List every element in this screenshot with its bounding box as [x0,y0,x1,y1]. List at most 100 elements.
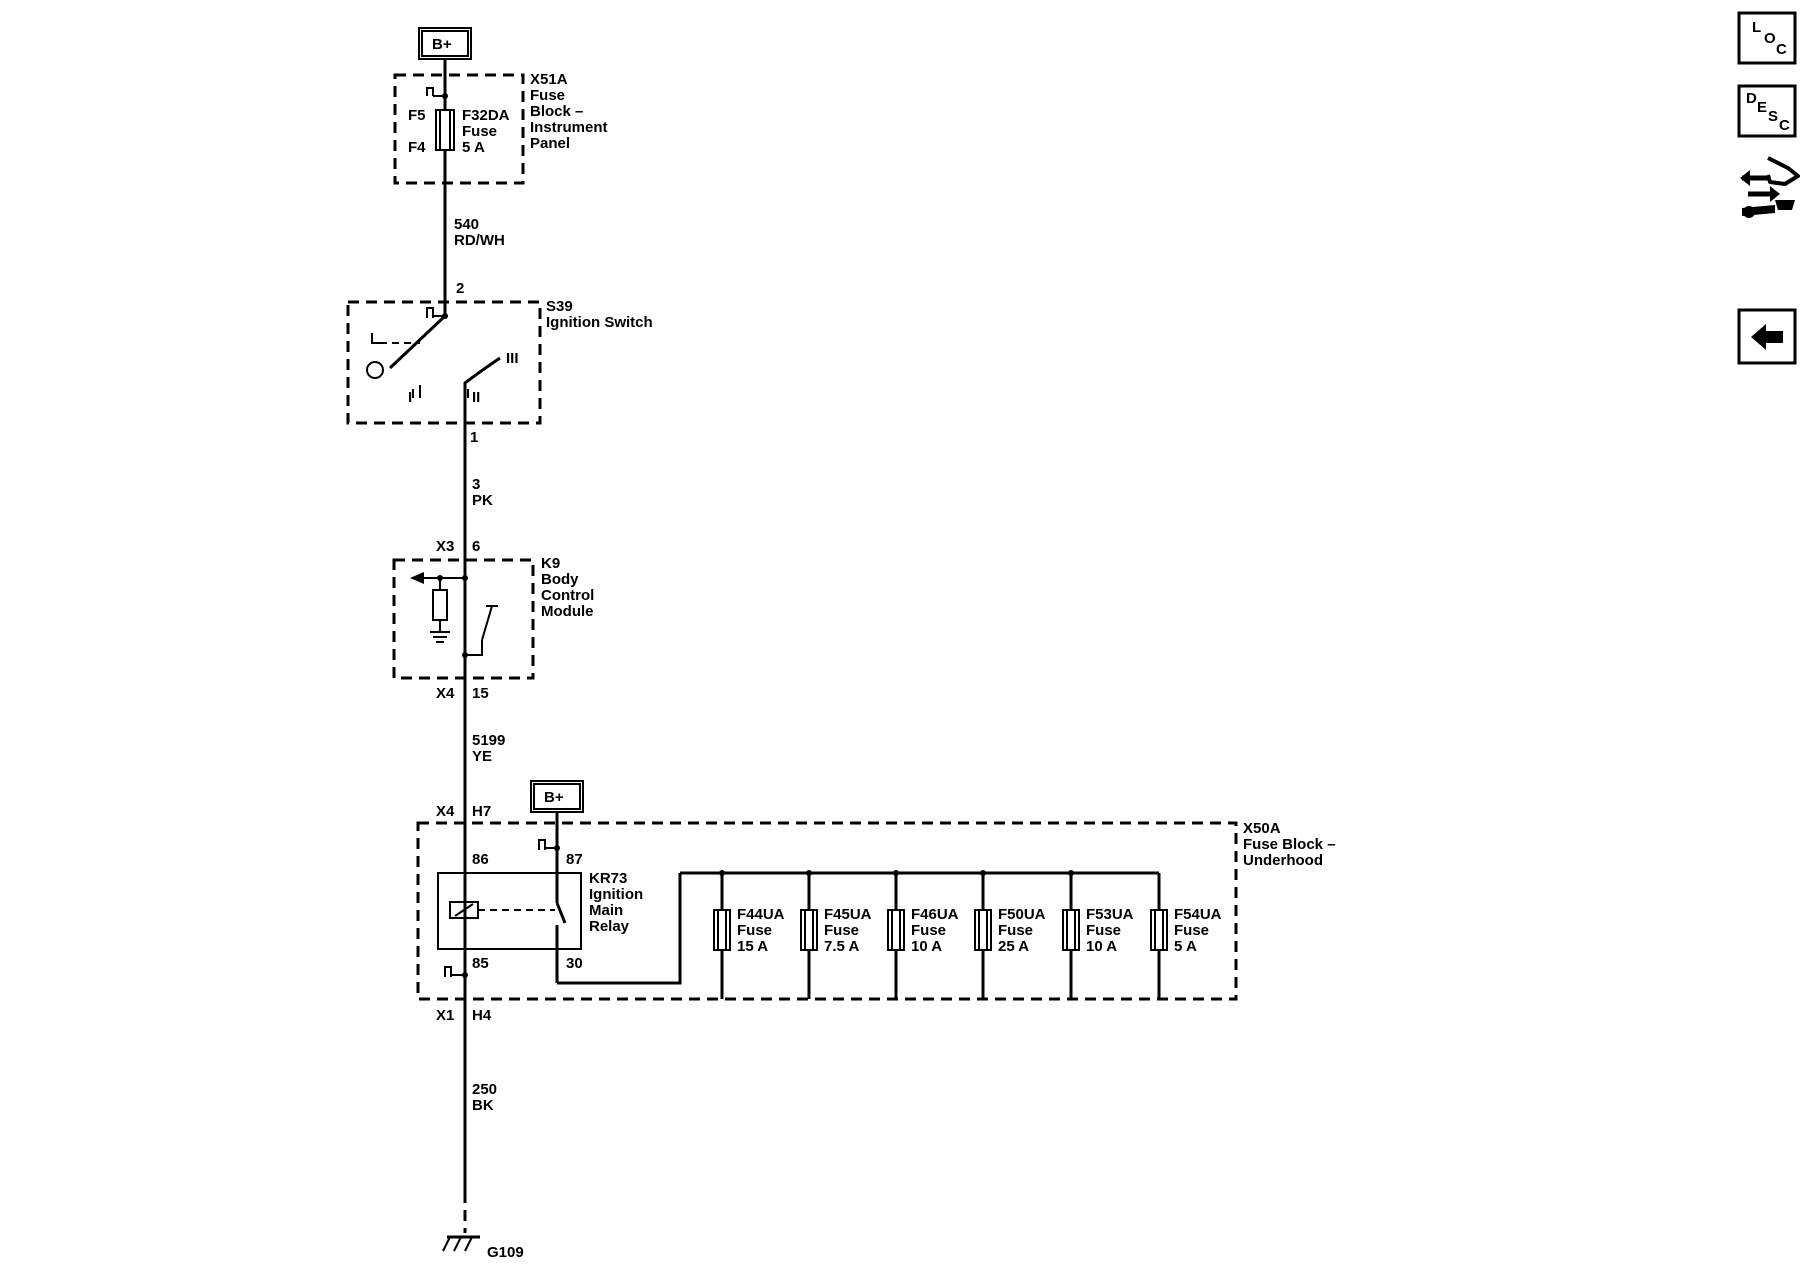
fuse-f53ua: F53UA Fuse 10 A [1062,870,1134,999]
fuse-row: F44UA Fuse 15 A F45UA Fuse 7.5 A F46UA F… [713,870,1222,999]
fuse-pin-in: F5 [408,107,426,124]
k9-line2: Body [541,571,579,588]
ignition-switch: 2 I II III 1 S39 Ignition Switch [346,280,653,446]
x50a-line2: Fuse Block – [1243,836,1336,853]
fuse-f54ua-rating: 5 A [1174,938,1197,955]
fuse-f44ua-label: F44UA [737,906,785,923]
x51a-line2: Fuse [530,87,565,104]
wire-3-color: PK [472,492,493,509]
ignition-pin-2: 2 [456,280,464,297]
fuse-f45ua-type: Fuse [824,922,859,939]
connector-repair-icon[interactable] [1740,156,1800,218]
fuse-f45ua: F45UA Fuse 7.5 A [800,870,872,999]
back-button[interactable] [1737,308,1797,365]
back-arrow-icon [1751,324,1783,350]
desc-letter-d: D [1746,90,1757,107]
fuse-f54ua-type: Fuse [1174,922,1209,939]
relay-pin-87: 87 [566,851,583,868]
wire-250-number: 250 [472,1081,497,1098]
battery-positive-relay: B+ [530,780,584,903]
wire-540-color: RD/WH [454,232,505,249]
x50a-label: X50A [1243,820,1281,837]
fuse-f45ua-label: F45UA [824,906,872,923]
fuse-f50ua-label: F50UA [998,906,1046,923]
wire-3-number: 3 [472,476,480,493]
relay-pin-30: 30 [566,955,583,972]
bplus-relay-label: B+ [544,789,564,806]
bplus-label: B+ [432,36,452,53]
desc-letter-c: C [1779,117,1790,134]
ignition-main-relay: 86 87 85 30 KR73 Ignition Main Relay [437,839,682,985]
fuse-f50ua-type: Fuse [998,922,1033,939]
fuse-f32da-type: Fuse [462,123,497,140]
ground-g109: G109 [442,1192,524,1261]
x50a-line3: Underhood [1243,852,1323,869]
kr73-line4: Relay [589,918,630,935]
k9-line3: Control [541,587,594,604]
k9-line4: Module [541,603,594,620]
relay-pin-85: 85 [472,955,489,972]
kr73-line3: Main [589,902,623,919]
fuse-f54ua: F54UA Fuse 5 A [1150,873,1222,999]
wire-5199-number: 5199 [472,732,505,749]
fuse-f54ua-label: F54UA [1174,906,1222,923]
description-button[interactable]: D E S C [1737,84,1797,138]
s39-label: S39 [546,298,573,315]
x51a-line3: Block – [530,103,583,120]
battery-positive-top: B+ [418,27,472,60]
underhood-conn-x1: X1 [436,1007,454,1024]
fuse-f46ua-type: Fuse [911,922,946,939]
underhood-conn-x4: X4 [436,803,455,820]
loc-letter-c: C [1776,41,1787,58]
ignition-pos-2: II [472,389,480,406]
x51a-line4: Instrument [530,119,608,136]
bcm-conn-x3: X3 [436,538,454,555]
fuse-block-underhood: X4 H7 X1 H4 X50A Fuse Block – Underhood [416,803,1336,1024]
fuse-f45ua-rating: 7.5 A [824,938,859,955]
fuse-f46ua: F46UA Fuse 10 A [887,870,959,999]
s39-name: Ignition Switch [546,314,653,331]
fuse-f53ua-label: F53UA [1086,906,1134,923]
fuse-f44ua: F44UA Fuse 15 A [713,870,785,999]
wire-250-label: 250 BK [472,1081,497,1114]
fuse-pin-out: F4 [408,139,426,156]
fuse-f50ua-rating: 25 A [998,938,1029,955]
fuse-f44ua-rating: 15 A [737,938,768,955]
fuse-f50ua: F50UA Fuse 25 A [974,870,1046,999]
x51a-label: X51A [530,71,568,88]
wire-3-label: 3 PK [472,476,493,509]
loc-letter-l: L [1752,19,1761,36]
underhood-pin-h4: H4 [472,1007,492,1024]
bcm-pin-15: 15 [472,685,489,702]
bcm-conn-x4: X4 [436,685,455,702]
fuse-block-instrument-panel: F5 F4 F32DA Fuse 5 A X51A Fuse Block – I… [393,71,608,185]
ignition-pos-1: I [408,389,412,406]
ground-label: G109 [487,1244,524,1261]
location-button[interactable]: L O C [1737,11,1797,65]
fuse-f46ua-rating: 10 A [911,938,942,955]
fuse-f53ua-type: Fuse [1086,922,1121,939]
fuse-f53ua-rating: 10 A [1086,938,1117,955]
wire-5199-color: YE [472,748,492,765]
wire-250-color: BK [472,1097,494,1114]
fuse-f46ua-label: F46UA [911,906,959,923]
loc-letter-o: O [1764,30,1776,47]
k9-label: K9 [541,555,560,572]
wire-540-label: 540 RD/WH [454,216,505,249]
ignition-pos-3: III [506,350,519,367]
x51a-line5: Panel [530,135,570,152]
underhood-pin-h7: H7 [472,803,491,820]
fuse-f44ua-type: Fuse [737,922,772,939]
body-control-module: X3 6 X4 15 K9 Body Control Module [392,538,594,702]
desc-letter-s: S [1768,108,1778,125]
kr73-label: KR73 [589,870,627,887]
ignition-pin-1: 1 [470,429,478,446]
fuse-f32da-rating: 5 A [462,139,485,156]
bcm-pin-6: 6 [472,538,480,555]
relay-pin-86: 86 [472,851,489,868]
kr73-line2: Ignition [589,886,643,903]
fuse-f32da-label: F32DA [462,107,510,124]
wire-540-number: 540 [454,216,479,233]
desc-letter-e: E [1757,99,1767,116]
